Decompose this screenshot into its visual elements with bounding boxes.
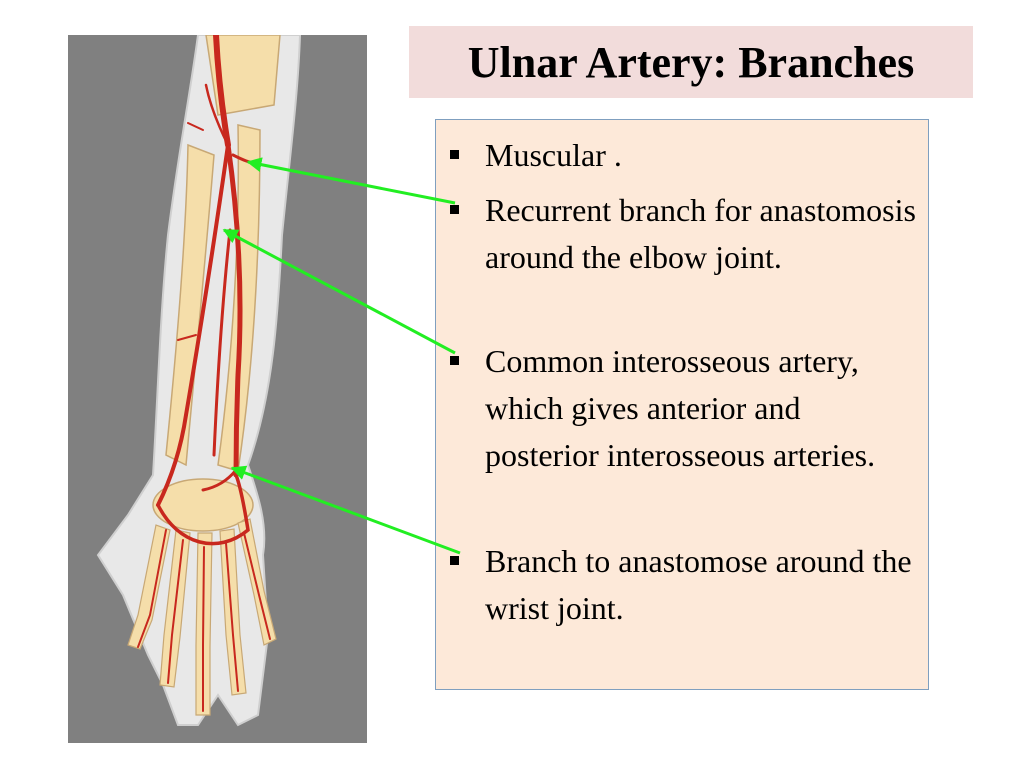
anatomy-figure-panel: [68, 35, 367, 743]
brachial-artery: [213, 35, 231, 148]
side-branch-left-2: [177, 334, 197, 341]
bullet-text: Muscular .: [485, 137, 622, 173]
recurrent-branch: [204, 83, 230, 147]
humerus-bone: [205, 35, 281, 116]
digital-artery-4: [225, 542, 239, 692]
finger-bone-1: [127, 524, 171, 650]
side-branch-left: [187, 122, 204, 131]
square-bullet-icon: [450, 150, 459, 159]
bullet-item-common-interosseous: Common interosseous artery, which gives …: [436, 338, 928, 479]
digital-artery-2: [167, 539, 184, 684]
slide-title: Ulnar Artery: Branches: [467, 37, 915, 87]
radial-artery: [156, 143, 230, 507]
square-bullet-icon: [450, 205, 459, 214]
square-bullet-icon: [450, 356, 459, 365]
content-box: Muscular . Recurrent branch for anastomo…: [435, 119, 929, 690]
bullet-text: Branch to anastomose around the wrist jo…: [485, 543, 912, 626]
bullet-text: Recurrent branch for anastomosis around …: [485, 192, 916, 275]
bullet-item-wrist-branch: Branch to anastomose around the wrist jo…: [436, 538, 928, 632]
bullet-item-recurrent-branch: Recurrent branch for anastomosis around …: [436, 187, 928, 281]
digital-artery-1: [137, 529, 167, 648]
bullet-text: Common interosseous artery, which gives …: [485, 343, 876, 473]
radius-bone: [165, 143, 215, 467]
bullet-item-muscular: Muscular .: [436, 132, 928, 179]
forearm-arteries-illustration: [96, 35, 302, 727]
square-bullet-icon: [450, 556, 459, 565]
title-box: Ulnar Artery: Branches: [409, 26, 973, 98]
digital-artery-3: [202, 546, 205, 712]
